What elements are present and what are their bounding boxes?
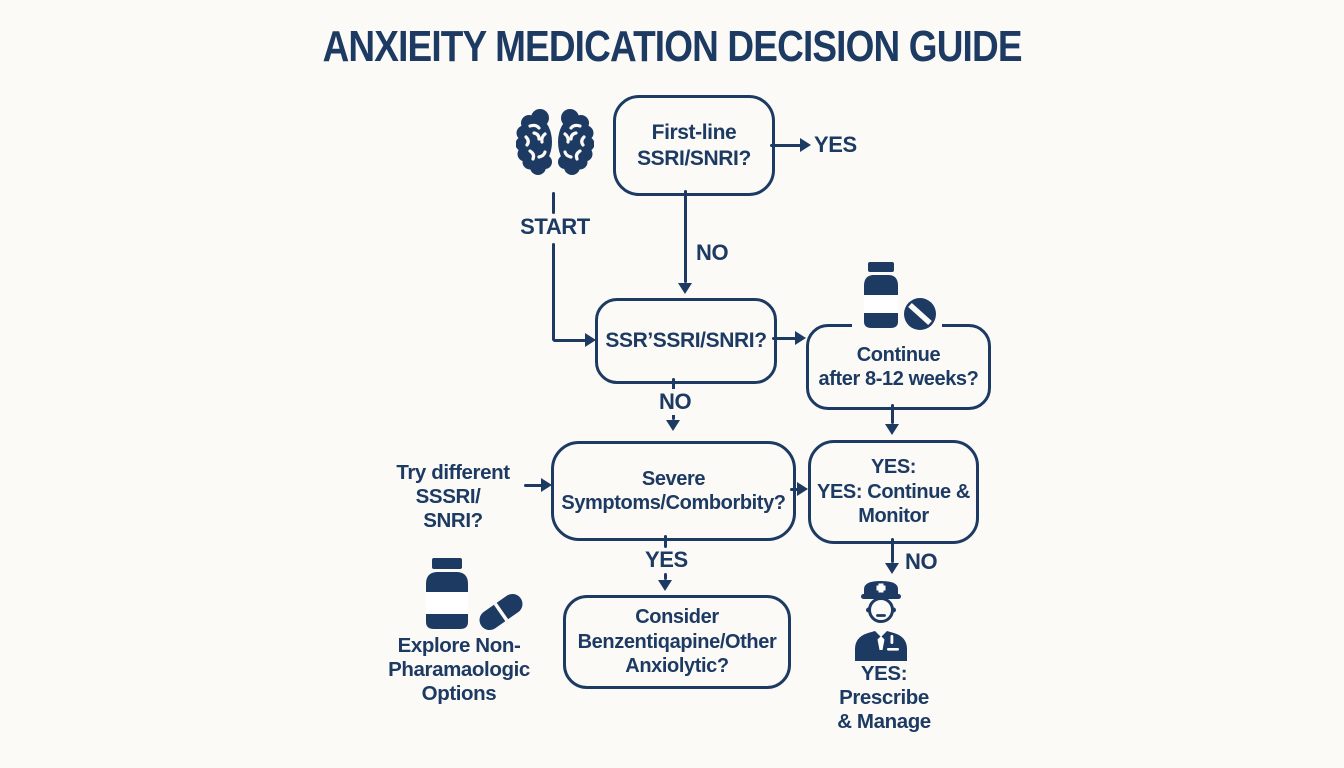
arrowhead-trydifferent <box>541 478 552 492</box>
edge-label-retry-no: NO <box>656 389 695 415</box>
page-title-text: ANXIEITY MEDICATION DECISION GUIDE <box>322 22 1022 71</box>
brain-icon <box>516 106 594 190</box>
arrowhead-retry-no <box>666 420 680 431</box>
arrowhead-severe-yes <box>658 580 672 591</box>
connector-start-down <box>552 243 555 341</box>
connector-start-elbow <box>553 339 586 342</box>
connector-monitor-no <box>891 538 894 563</box>
pill-bottle-and-tablet-icon <box>854 262 942 338</box>
decision-box-first-line: First-line SSRI/SNRI? <box>613 95 775 196</box>
connector-severe-to-monitor <box>790 488 799 491</box>
side-note-try-different: Try different SSSRI/ SNRI? <box>396 461 510 533</box>
connector-firstline-no <box>684 190 687 283</box>
side-note-prescribe-manage: YES: Prescribe & Manage <box>837 662 931 734</box>
outcome-box-continue-monitor: YES: YES: Continue & Monitor <box>808 440 979 544</box>
decision-box-severe-symptoms: Severe Symptoms/Comborbity? <box>551 441 796 541</box>
start-label: START <box>520 214 590 239</box>
connector-trydifferent <box>524 484 543 487</box>
page-title: ANXIEITY MEDICATION DECISION GUIDE <box>0 22 1344 72</box>
decision-box-ssri-retry: SSR’SSRI/SNRI? <box>595 298 777 384</box>
arrowhead-firstline-no <box>678 283 692 294</box>
connector-severe-yes-lower <box>664 573 667 580</box>
bottle-label <box>864 295 898 313</box>
connector-retry-to-continue <box>772 337 796 340</box>
arrowhead-monitor-no <box>885 563 899 574</box>
edge-label-firstline-yes: YES <box>814 132 857 157</box>
connector-severe-yes-upper <box>664 535 667 548</box>
edge-label-monitor-no: NO <box>905 549 938 574</box>
arrowhead-firstline-yes <box>800 138 811 152</box>
outcome-box-consider-anxiolytic: Consider Benzentiqapine/Other Anxiolytic… <box>563 595 791 689</box>
edge-label-severe-yes: YES <box>645 547 688 572</box>
arrowhead-severe-to-monitor <box>797 482 808 496</box>
arrowhead-into-retry-box <box>585 333 596 347</box>
pill-bottle-and-capsule-icon <box>418 556 528 634</box>
connector-brain-to-start <box>552 192 555 214</box>
connector-firstline-yes <box>770 144 801 147</box>
outcome-box-continue-weeks: Continue after 8-12 weeks? <box>806 324 991 410</box>
bottle-label <box>426 592 468 614</box>
arrowhead-continue-down <box>885 424 899 435</box>
doctor-icon <box>849 577 913 661</box>
side-note-explore-nonpharm: Explore Non- Pharamaologic Options <box>388 634 530 706</box>
connector-continue-down <box>891 404 894 424</box>
edge-label-firstline-no: NO <box>696 240 729 265</box>
arrowhead-retry-to-continue <box>795 331 806 345</box>
